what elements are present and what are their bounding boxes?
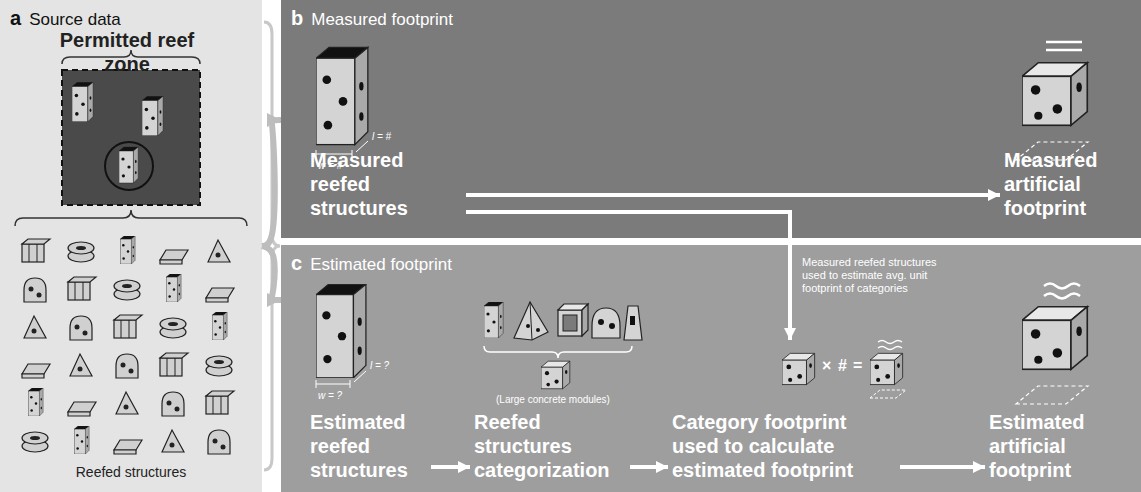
flow-arrow xyxy=(431,465,470,469)
structure-icon xyxy=(212,312,227,340)
operator: × xyxy=(822,357,831,375)
structure-icon xyxy=(114,315,142,338)
reef-zone xyxy=(15,50,247,226)
structure-icon xyxy=(24,316,46,338)
panel-title: Measured footprint xyxy=(311,8,453,32)
structure-icon xyxy=(120,236,135,264)
panel-ground xyxy=(0,0,262,492)
flow-arrow xyxy=(262,120,281,246)
node-text: Estimated artificial footprint xyxy=(989,410,1124,482)
structure-icon xyxy=(68,402,96,416)
structure-icon xyxy=(114,440,142,454)
node-text: Category footprint used to calculate est… xyxy=(672,410,888,482)
structure-icon xyxy=(160,318,186,338)
edge-label: Measured reefed structures used to estim… xyxy=(802,256,952,295)
structure-icon xyxy=(206,356,232,376)
dimension-label: l = ? xyxy=(370,360,389,371)
flow-arrow xyxy=(466,193,1000,197)
reef-zone-box: Permitted reef zone xyxy=(40,26,222,210)
step-node: Estimated artificial footprint xyxy=(985,285,1136,484)
structure-icon xyxy=(206,391,234,414)
panel-title: Estimated footprint xyxy=(310,253,452,277)
structure-icon xyxy=(208,240,230,262)
operator: = xyxy=(853,357,862,375)
node-text: Reefed structures categorization xyxy=(474,410,618,482)
estimated-footprint-figure xyxy=(1016,284,1088,405)
node-text: Measured artificial footprint xyxy=(1004,148,1124,220)
structure-icon xyxy=(22,364,50,378)
flow-arrow xyxy=(262,246,281,300)
structure-icon xyxy=(70,354,92,376)
estimated-structure xyxy=(316,284,366,388)
panel-ground xyxy=(281,0,1141,238)
step-node: Reefed structures categorization xyxy=(470,290,630,484)
panel-letter: b xyxy=(291,6,303,30)
structure-icon xyxy=(22,432,48,452)
structure-icon xyxy=(160,250,188,264)
flow-arrow xyxy=(900,465,985,469)
structure-icon xyxy=(68,277,96,300)
step-node: Category footprint used to calculate est… xyxy=(668,340,900,484)
structure-icon xyxy=(68,242,94,262)
category-label: (Large concrete modules) xyxy=(496,394,610,405)
panel-letter: c xyxy=(291,251,302,275)
node-text: Estimated reefed structures xyxy=(310,410,419,482)
category-icons xyxy=(484,302,642,389)
structure-icon xyxy=(114,280,140,300)
structure-icon xyxy=(24,278,46,302)
node-text: Permitted reef zone xyxy=(44,28,210,76)
step-node: Estimated reefed structures xyxy=(306,285,431,484)
structure-icon xyxy=(74,426,89,454)
structure-icon xyxy=(116,392,138,414)
step-node: Measured artificial footprint xyxy=(1000,40,1136,222)
flow-arrow xyxy=(466,212,790,340)
structure-icon xyxy=(116,354,138,378)
footprint-calculation xyxy=(782,341,906,399)
structure-icon xyxy=(162,392,184,416)
structure-icons xyxy=(22,236,234,454)
measured-panel: b Measured footprintMeasured reefed struc… xyxy=(281,0,1141,238)
group-label: Reefed structures xyxy=(0,464,262,480)
measured-structure xyxy=(316,47,368,158)
structure-icon xyxy=(22,239,50,262)
structure-icon xyxy=(160,353,188,376)
panel-letter: a xyxy=(10,6,21,30)
structure-icon xyxy=(162,430,184,452)
dimension-label: l = # xyxy=(372,131,391,142)
structure-icon xyxy=(70,316,92,340)
dimension-label: w = ? xyxy=(318,390,342,401)
panel-ground xyxy=(281,245,1141,492)
structure-icon xyxy=(166,274,181,302)
panel-title: Source data xyxy=(29,8,121,32)
estimated-panel: c Estimated footprintEstimated reefed str… xyxy=(281,245,1141,492)
operator: # xyxy=(838,357,847,375)
measured-footprint-figure xyxy=(1016,42,1088,160)
structure-icon xyxy=(206,288,234,302)
source-panel: a Source dataPermitted reef zone xyxy=(0,0,262,492)
dimension-label: w = # xyxy=(318,160,342,171)
structure-icon xyxy=(208,430,230,454)
structure-icon xyxy=(28,388,43,416)
flow-arrow xyxy=(630,465,668,469)
node-text: Measured reefed structures xyxy=(310,148,454,220)
